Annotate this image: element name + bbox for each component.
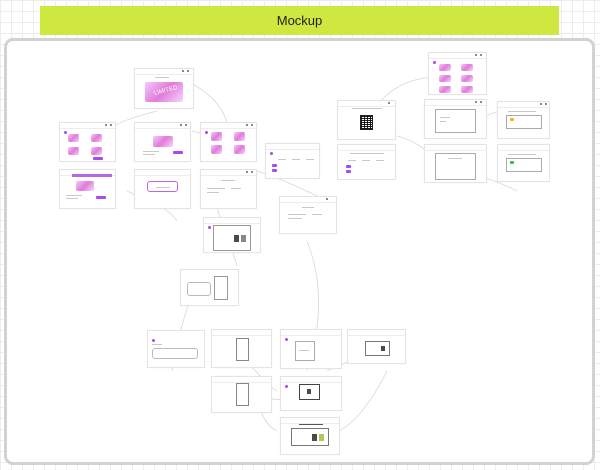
mockup-title-banner: Mockup (40, 6, 559, 35)
brand-logo-icon (270, 152, 273, 155)
screen-frame-gallery-2[interactable] (280, 417, 340, 455)
screen-frame-login[interactable] (279, 196, 337, 234)
qr-code-icon (360, 115, 373, 130)
screen-frame-summary[interactable] (497, 101, 550, 139)
screen-frame-detail-tall[interactable] (211, 329, 272, 368)
screen-frame-product-grid[interactable] (59, 122, 116, 162)
screen-frame-table-2[interactable] (337, 144, 396, 180)
canvas-board[interactable]: LIMITED (4, 38, 595, 465)
screen-frame-dialog[interactable] (424, 99, 487, 139)
brand-logo-icon (285, 385, 288, 388)
promo-banner: LIMITED (145, 82, 183, 102)
screen-frame-hero[interactable]: LIMITED (134, 68, 194, 109)
screen-frame-payment[interactable] (280, 376, 342, 411)
screen-frame-note[interactable] (180, 269, 239, 306)
screen-frame-detail-banner[interactable] (59, 169, 116, 209)
screen-frame-modal[interactable] (134, 169, 191, 209)
screen-frame-product-grid-2[interactable] (200, 122, 257, 162)
screen-frame-detail-tall-2[interactable] (211, 376, 272, 413)
screen-frame-confirm[interactable] (347, 329, 406, 364)
page-title: Mockup (276, 13, 323, 28)
screen-frame-form[interactable] (200, 169, 257, 209)
screen-frame-qr[interactable] (337, 100, 396, 140)
screen-frame-product-detail[interactable] (134, 122, 191, 162)
brand-logo-icon (433, 61, 436, 64)
screen-frame-input[interactable] (147, 330, 205, 368)
brand-logo-icon (64, 131, 67, 134)
screen-frame-dialog-2[interactable] (424, 144, 487, 183)
brand-logo-icon (205, 131, 208, 134)
screen-frame-right-grid[interactable] (428, 52, 487, 95)
brand-logo-icon (285, 338, 288, 341)
brand-logo-icon (208, 226, 211, 229)
promo-text: LIMITED (153, 85, 179, 97)
screen-frame-table[interactable] (265, 143, 320, 179)
screen-frame-gallery[interactable] (203, 217, 261, 253)
brand-logo-icon (152, 339, 155, 342)
screen-frame-checkout[interactable] (280, 329, 342, 369)
screen-frame-summary-2[interactable] (497, 144, 550, 182)
